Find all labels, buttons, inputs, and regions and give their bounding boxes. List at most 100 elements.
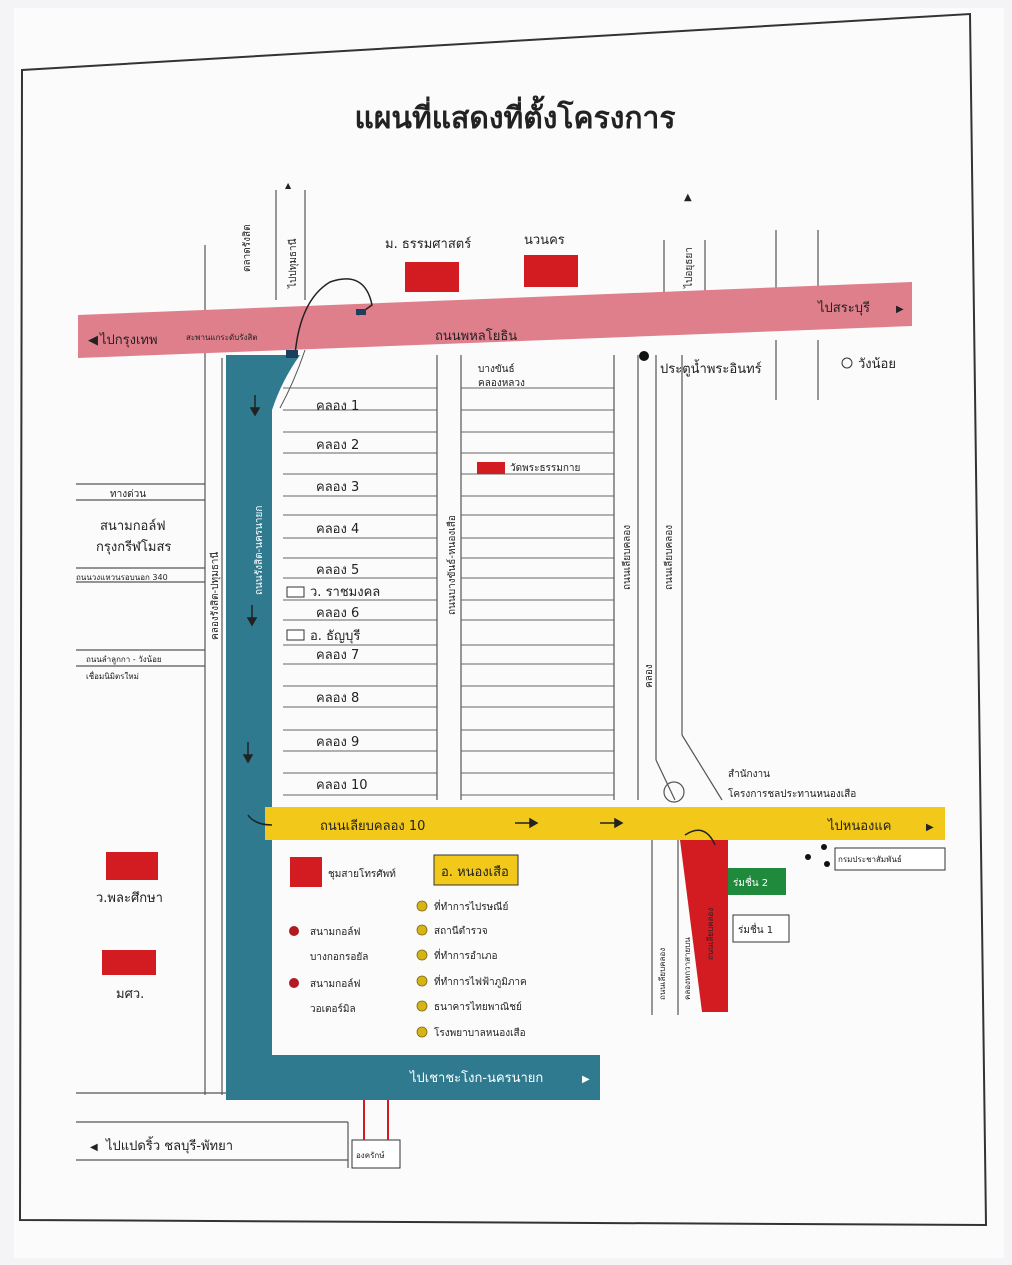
rachamongkol-box xyxy=(286,586,305,598)
golf-water-label-1: สนามกอล์ฟ xyxy=(310,978,360,990)
khlong-short-label: คลอง xyxy=(644,664,655,688)
khlong-labels: คลอง 1 คลอง 2 คลอง 3 คลอง 4 คลอง 5 คลอง … xyxy=(316,399,368,793)
facility-label: ที่ทำการไฟฟ้าภูมิภาค xyxy=(434,974,527,988)
ongkharak-box xyxy=(351,1139,401,1169)
pratunam-marker xyxy=(639,351,649,361)
phahon-yothin-label: ถนนพหลโยธิน xyxy=(435,328,517,344)
map-title: แผนที่แสดงที่ตั้งโครงการ xyxy=(355,95,676,136)
lam-luk-ka-label-1: ถนนลำลูกกา - วังน้อย xyxy=(86,655,162,665)
khlong-label: คลอง 6 xyxy=(316,606,359,621)
rangsit-market-label: ตลาดรังสิต xyxy=(242,224,253,272)
golf-water-marker xyxy=(289,978,299,988)
facility-labels: ที่ทำการไปรษณีย์ สถานีตำรวจ ที่ทำการอำเภ… xyxy=(434,899,527,1039)
project-2-label: ร่มชื่น 2 xyxy=(733,875,768,889)
mahawittayalai-block xyxy=(102,950,156,975)
khlong-label: คลอง 5 xyxy=(316,563,359,578)
bang-khan-label-2: คลองหลวง xyxy=(478,378,525,389)
ayutthaya-arrow: ▲ xyxy=(684,192,692,203)
red-road-curve xyxy=(684,829,716,846)
facility-label: ธนาคารไทยพาณิชย์ xyxy=(434,1001,522,1013)
telephone-label: ชุมสายโทรศัพท์ xyxy=(328,867,396,880)
telephone-block xyxy=(290,857,322,887)
facility-label: ที่ทำการอำเภอ xyxy=(434,948,497,962)
thanyaburi-label: อ. ธัญบุรี xyxy=(310,628,360,644)
project-1-block xyxy=(732,914,790,943)
yellow-road-curve xyxy=(247,814,273,826)
khlong-label: คลอง 10 xyxy=(316,778,368,793)
mahawittayalai-label: มศว. xyxy=(116,987,144,1002)
navanakorn-label: นวนคร xyxy=(524,233,565,248)
expressway-label: ทางด่วน xyxy=(110,489,146,500)
kamnan-box xyxy=(834,847,946,871)
to-nong-khae-arrow: ▶ xyxy=(926,822,934,833)
facility-label: สถานีตำรวจ xyxy=(434,925,488,937)
to-saraburi-arrow: ▶ xyxy=(896,304,904,315)
to-bangkok-arrow: ◀ xyxy=(88,333,98,348)
south-liap-khlong-label: ถนนเลียบคลอง xyxy=(658,948,667,1000)
khlong-label: คลอง 1 xyxy=(316,399,359,414)
golf-royal-label-2: บางกอกรอยัล xyxy=(310,952,368,963)
phlasueksa-label: ว.พละศึกษา xyxy=(96,891,163,906)
flow-arrows xyxy=(242,395,624,829)
liap-khlong-label-2: ถนนเลียบคลอง xyxy=(663,525,675,590)
khlong-label: คลอง 8 xyxy=(316,691,359,706)
thammasat-label: ม. ธรรมศาสตร์ xyxy=(385,236,471,252)
phlasueksa-block xyxy=(106,852,158,880)
phahon-yothin-road xyxy=(78,282,912,358)
khlong-label: คลอง 7 xyxy=(316,648,359,663)
ongkharak-lines xyxy=(363,1100,389,1140)
lam-luk-ka-label-2: เชื่อมนิมิตรใหม่ xyxy=(86,670,139,681)
to-paet-rio-arrow: ◀ xyxy=(90,1142,98,1153)
kamnan-dots xyxy=(805,844,830,867)
navanakorn-block xyxy=(524,255,578,287)
to-paet-rio-label: ไปแปดริ้ว ชลบุรี-พัทยา xyxy=(105,1136,233,1154)
khlong-khwa-sai-label: คลองหกวาสายบน xyxy=(683,937,692,1000)
outer-ring-label: ถนนวงแหวนรอบนอก 340 xyxy=(76,573,168,582)
thammasat-block xyxy=(405,262,459,292)
to-nong-khae-label: ไปหนองแค xyxy=(827,818,891,834)
khlong-label: คลอง 3 xyxy=(316,480,359,495)
facility-markers xyxy=(416,900,428,1038)
map-frame xyxy=(18,12,988,1227)
to-bangkok-label: ไปกรุงเทพ xyxy=(99,332,158,348)
golf-royal-marker xyxy=(289,926,299,936)
nong-suea-box xyxy=(433,854,519,886)
khlong-label: คลอง 9 xyxy=(316,735,359,750)
thanyaburi-box xyxy=(286,629,305,641)
khlong-rangsit-pathum-label: คลองรังสิต-ปทุมธานี xyxy=(209,552,221,640)
rangsit-nakhon-nayok-label: ถนนรังสิต-นครนายก xyxy=(254,506,265,595)
bang-khan-nong-suea-label: ถนนบางขันธ์-หนองเสือ xyxy=(446,515,458,615)
golf-krungthep-label-2: กรุงกรีฬโมสร xyxy=(96,539,171,555)
office-label-1: สำนักงาน xyxy=(728,769,770,780)
golf-krungthep-label-1: สนามกอล์ฟ xyxy=(100,518,166,534)
facility-label: ที่ทำการไปรษณีย์ xyxy=(434,899,508,913)
paper xyxy=(14,8,1004,1258)
dhammakaya-label: วัดพระธรรมกาย xyxy=(510,463,580,474)
project-1-label: ร่มชื่น 1 xyxy=(738,922,773,936)
to-chachoengsao-label: ไปเชาชะโงก-นครนายก xyxy=(409,1070,543,1086)
to-pathum-thani-label: ไปปทุมธานี xyxy=(287,238,299,289)
pratunam-label: ประตูน้ำพระอินทร์ xyxy=(660,359,762,377)
red-road xyxy=(680,840,728,1012)
ongkharak-label: องครักษ์ xyxy=(356,1150,385,1160)
liap-khlong-10-label: ถนนเลียบคลอง 10 xyxy=(320,818,425,834)
khlong-label: คลอง 2 xyxy=(316,438,359,453)
red-blocks xyxy=(102,255,578,975)
to-saraburi-label: ไปสระบุรี xyxy=(817,300,870,316)
liap-khlong-label-1: ถนนเลียบคลอง xyxy=(621,525,633,590)
khlong-label: คลอง 4 xyxy=(316,522,359,537)
rachamongkol-label: ว. ราชมงคล xyxy=(310,585,380,600)
pathum-arrow: ▲ xyxy=(285,181,292,190)
red-road-label: ถนนเลียบคลอง xyxy=(706,908,715,960)
rangsit-nakhon-nayok-road xyxy=(226,355,600,1100)
bang-khan-label-1: บางขันธ์ xyxy=(478,363,515,375)
kamnan-label: กรมประชาสัมพันธ์ xyxy=(838,854,902,864)
bridge-label: สะพานแกระดับรังสิต xyxy=(186,333,258,342)
dhammakaya-block xyxy=(477,462,505,474)
golf-royal-label-1: สนามกอล์ฟ xyxy=(310,926,360,938)
office-label-2: โครงการชลประทานหนองเสือ xyxy=(728,787,856,800)
wang-noi-label: วังน้อย xyxy=(858,357,896,372)
nong-suea-label: อ. หนองเสือ xyxy=(441,864,509,880)
golf-water-label-2: วอเตอร์มิล xyxy=(310,1003,356,1015)
khlong-lines xyxy=(283,387,614,796)
